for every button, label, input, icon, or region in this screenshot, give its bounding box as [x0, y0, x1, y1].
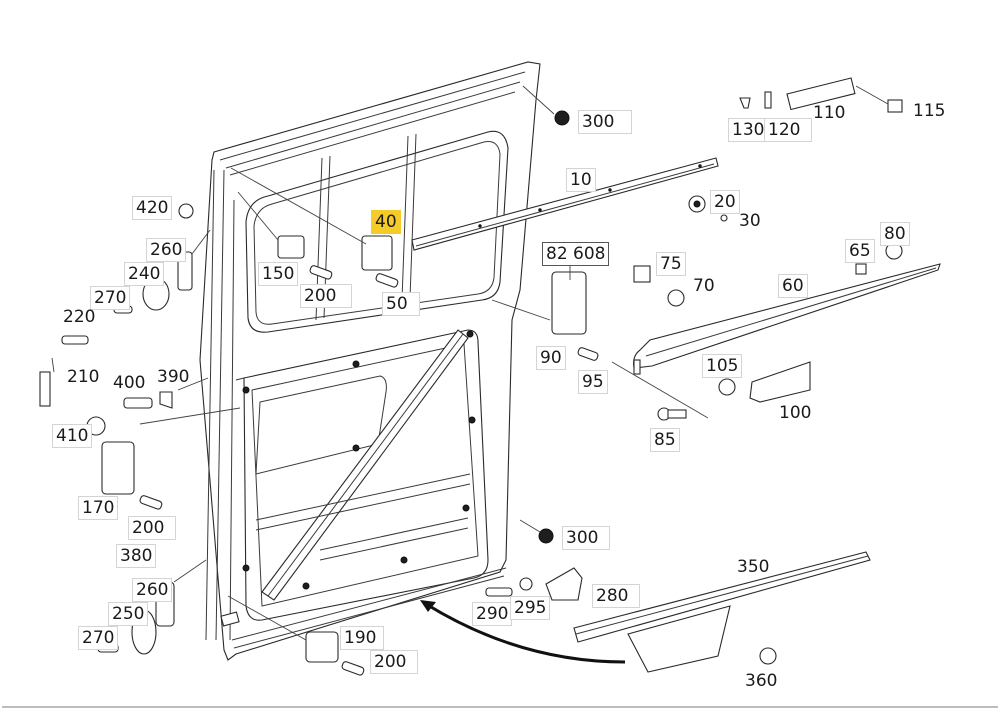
part-label-110[interactable]: 110	[813, 103, 846, 123]
part-label-170[interactable]: 170	[78, 496, 119, 520]
part-label-20[interactable]: 20	[710, 190, 740, 214]
part-label-420[interactable]: 420	[132, 196, 173, 220]
part-label-210[interactable]: 210	[67, 367, 100, 387]
part-label-200-c[interactable]: 200	[370, 650, 418, 674]
part-label-250[interactable]: 250	[108, 602, 149, 626]
part-label-200-b[interactable]: 200	[128, 516, 176, 540]
part-label-410[interactable]: 410	[52, 424, 93, 448]
part-label-150[interactable]: 150	[258, 262, 299, 286]
part-label-105[interactable]: 105	[702, 354, 743, 378]
part-label-120[interactable]: 120	[764, 118, 812, 142]
part-label-300[interactable]: 300	[578, 110, 632, 134]
part-label-90[interactable]: 90	[536, 346, 566, 370]
part-label-380[interactable]: 380	[116, 544, 157, 568]
part-label-80[interactable]: 80	[880, 222, 910, 246]
part-label-290[interactable]: 290	[472, 602, 513, 626]
part-label-260-b[interactable]: 260	[132, 578, 173, 602]
sill-trim	[573, 551, 871, 673]
door-panel	[199, 61, 541, 661]
part-label-130[interactable]: 130	[728, 118, 769, 142]
part-label-75[interactable]: 75	[656, 252, 686, 276]
part-label-85[interactable]: 85	[650, 428, 680, 452]
part-label-70[interactable]: 70	[693, 276, 715, 296]
leader-lines	[51, 85, 889, 641]
part-label-400[interactable]: 400	[113, 373, 146, 393]
part-label-82-608[interactable]: 82 608	[542, 242, 610, 266]
part-label-260[interactable]: 260	[146, 238, 187, 262]
part-label-115[interactable]: 115	[913, 101, 946, 121]
upper-guide-rail	[411, 157, 719, 251]
part-label-300-b[interactable]: 300	[562, 526, 610, 550]
direction-arrow	[425, 602, 626, 664]
part-label-270[interactable]: 270	[90, 286, 131, 310]
part-label-360[interactable]: 360	[745, 671, 778, 691]
part-label-50[interactable]: 50	[382, 292, 420, 316]
part-label-280[interactable]: 280	[592, 584, 640, 608]
part-label-65[interactable]: 65	[845, 239, 875, 263]
arrow-head	[420, 600, 436, 612]
lower-guide-rail	[633, 263, 941, 375]
part-label-220[interactable]: 220	[63, 307, 96, 327]
part-label-270-b[interactable]: 270	[78, 626, 119, 650]
part-label-350[interactable]: 350	[737, 557, 770, 577]
part-label-30[interactable]: 30	[739, 211, 761, 231]
part-label-10[interactable]: 10	[566, 168, 596, 192]
part-label-40-highlighted[interactable]: 40	[371, 210, 401, 234]
part-label-240[interactable]: 240	[124, 262, 165, 286]
parts	[39, 77, 903, 676]
part-label-100[interactable]: 100	[779, 403, 812, 423]
part-label-200[interactable]: 200	[300, 284, 352, 308]
bottom-divider	[2, 706, 998, 708]
part-label-60[interactable]: 60	[778, 274, 808, 298]
part-label-190[interactable]: 190	[340, 626, 384, 650]
part-label-95[interactable]: 95	[578, 370, 608, 394]
part-label-295[interactable]: 295	[510, 596, 551, 620]
part-label-390[interactable]: 390	[157, 367, 190, 387]
